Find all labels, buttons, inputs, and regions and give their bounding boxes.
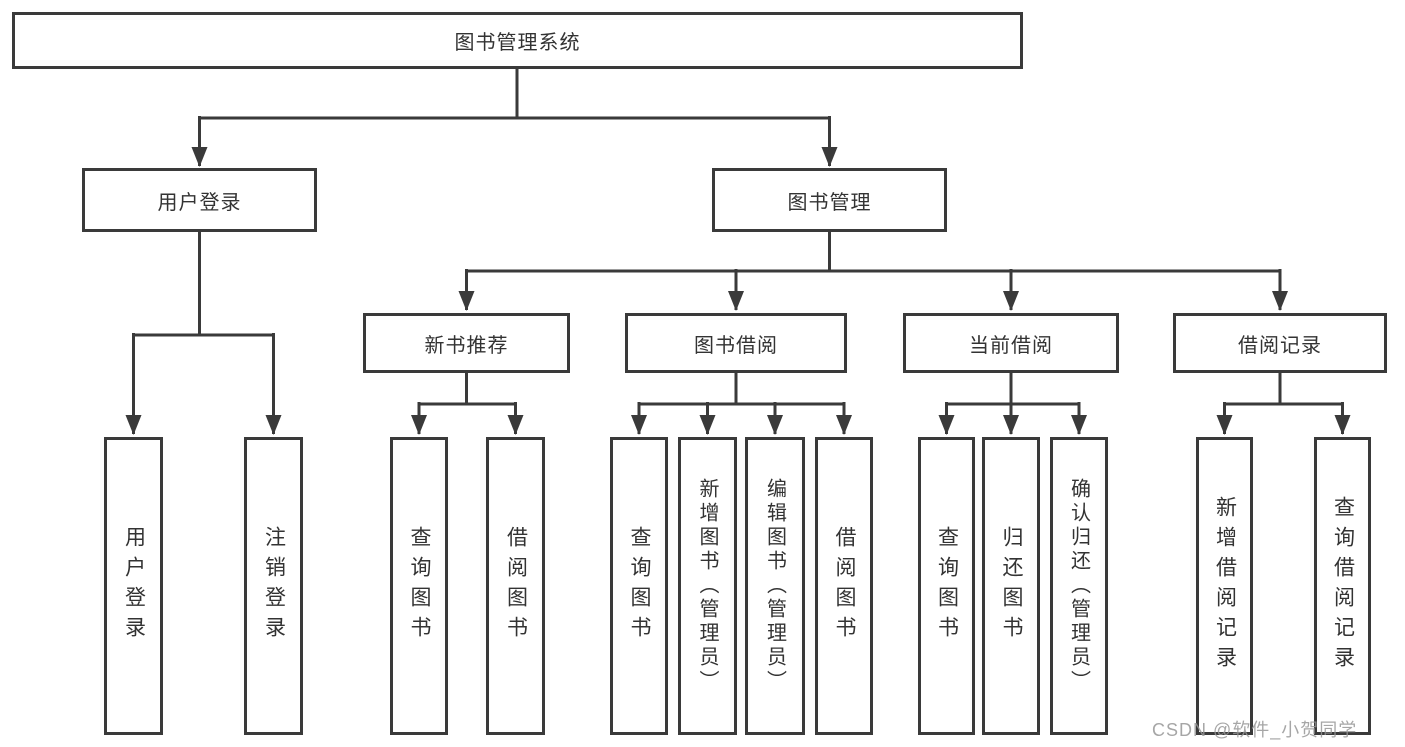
- node-library-system: 图书管理系统: [12, 12, 1023, 69]
- node-book-borrowing: 图书借阅: [625, 313, 847, 373]
- leaf-user-login: 用户登录: [104, 437, 163, 735]
- connector-user-login-trunk: [133, 232, 274, 337]
- node-book-management: 图书管理: [712, 168, 947, 232]
- connector-book-borrow-trunk: [639, 373, 844, 406]
- node-user-login: 用户登录: [82, 168, 317, 232]
- node-current-borrowing: 当前借阅: [903, 313, 1119, 373]
- leaf-recommend-query-books: 查询图书: [390, 437, 448, 735]
- leaf-add-borrow-record: 新增借阅记录: [1196, 437, 1253, 735]
- leaf-query-borrow-record: 查询借阅记录: [1314, 437, 1371, 735]
- leaf-borrowing-query-books: 查询图书: [610, 437, 668, 735]
- leaf-borrowing-borrow-books: 借阅图书: [815, 437, 873, 735]
- connector-borrow-records-trunk: [1224, 373, 1343, 406]
- node-new-book-recommendation: 新书推荐: [363, 313, 570, 373]
- connector-new-book-trunk: [419, 373, 516, 406]
- connector-root-trunk: [199, 68, 830, 120]
- connector-book-management-trunk: [466, 232, 1280, 273]
- leaf-recommend-borrow-books: 借阅图书: [486, 437, 545, 735]
- leaf-edit-books-admin: 编辑图书（管理员）: [745, 437, 805, 735]
- leaf-return-books: 归还图书: [982, 437, 1040, 735]
- leaf-confirm-return-admin: 确认归还（管理员）: [1050, 437, 1108, 735]
- leaf-logout-login: 注销登录: [244, 437, 303, 735]
- leaf-add-books-admin: 新增图书（管理员）: [678, 437, 737, 735]
- leaf-current-query-books: 查询图书: [918, 437, 975, 735]
- watermark-text: CSDN @软件_小贺同学: [1152, 720, 1358, 740]
- node-borrowing-records: 借阅记录: [1173, 313, 1387, 373]
- connector-current-borrow-trunk: [946, 373, 1079, 406]
